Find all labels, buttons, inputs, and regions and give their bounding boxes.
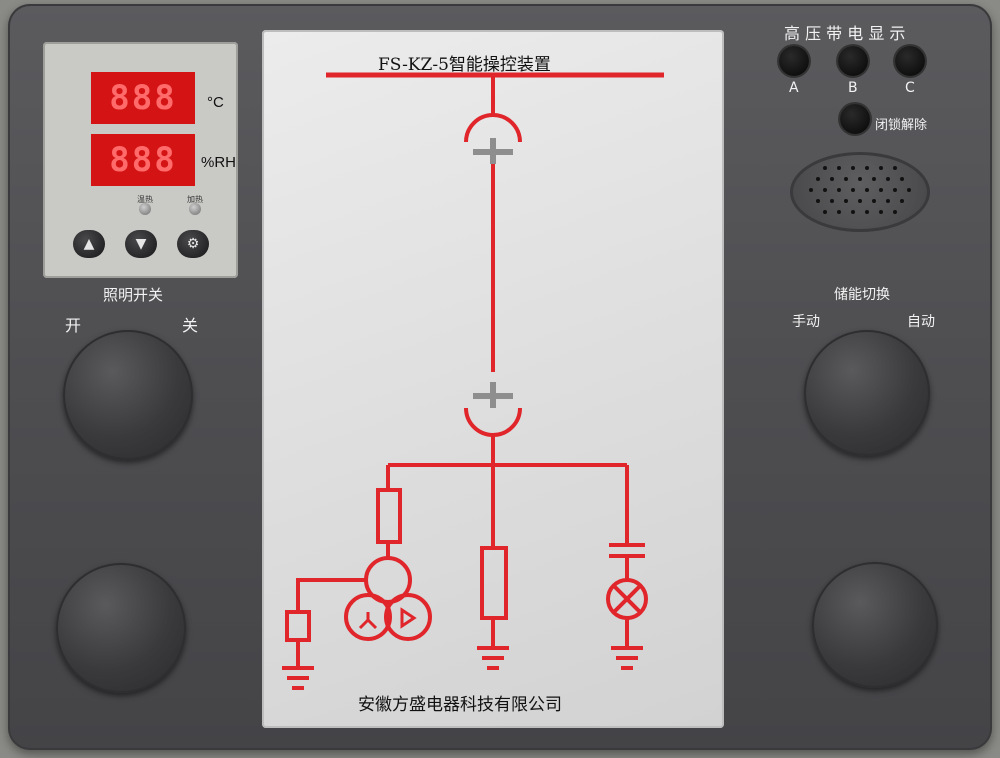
speaker-hole: [809, 188, 813, 192]
humidity-display: 888: [91, 134, 195, 186]
lighting-off-label: 关: [182, 316, 199, 335]
speaker-hole: [900, 199, 904, 203]
speaker-hole: [893, 166, 897, 170]
temperature-unit: °C: [207, 94, 224, 111]
add-indicator-led: [189, 203, 201, 215]
humidity-digits-icon: 888: [109, 140, 177, 180]
speaker-hole: [865, 166, 869, 170]
speaker-hole: [872, 199, 876, 203]
speaker-hole: [858, 199, 862, 203]
down-button[interactable]: ▼: [125, 230, 157, 258]
speaker-hole: [879, 210, 883, 214]
speaker-hole: [865, 188, 869, 192]
temp-humidity-controller: 888 °C 888 %RH 温热 加热 ▲ ▼ ⚙: [43, 42, 238, 278]
speaker-hole: [907, 188, 911, 192]
energy-switch-label: 储能切换: [834, 287, 890, 303]
hv-live-display-label: 高 压 带 电 显 示: [784, 24, 906, 43]
upper-contact-arc: [464, 113, 522, 143]
speaker-hole: [872, 177, 876, 181]
unlock-button[interactable]: [840, 104, 870, 134]
pt-delta-symbol: [400, 607, 417, 629]
energy-switch-knob[interactable]: [804, 330, 930, 456]
speaker-hole: [893, 188, 897, 192]
speaker-hole: [816, 177, 820, 181]
speaker-hole: [851, 166, 855, 170]
unlock-label: 闭锁解除: [875, 118, 928, 133]
speaker-hole: [837, 188, 841, 192]
lighting-on-label: 开: [65, 316, 82, 335]
speaker-hole: [844, 199, 848, 203]
arrester-lead: [296, 578, 366, 612]
left-bottom-knob[interactable]: [56, 563, 186, 693]
speaker-hole: [865, 210, 869, 214]
upper-isolator-blade-v: [490, 138, 496, 164]
set-button[interactable]: ⚙: [177, 230, 209, 258]
manufacturer-name: 安徽方盛电器科技有限公司: [358, 695, 562, 715]
lower-contact-arc: [464, 407, 522, 437]
speaker-hole: [851, 210, 855, 214]
temperature-digits-icon: 888: [109, 78, 177, 118]
surge-arrester: [285, 610, 311, 642]
speaker-hole: [837, 166, 841, 170]
phase-a-indicator: [779, 46, 809, 76]
phase-b-label: B: [848, 80, 858, 96]
speaker-hole: [844, 177, 848, 181]
speaker-grille: [790, 152, 930, 232]
lamp-cross-b: [612, 584, 642, 614]
speaker-hole: [858, 177, 862, 181]
pt-winding-left: [344, 593, 392, 641]
led-add-label: 加热: [187, 195, 203, 204]
pt-star-symbol: [358, 612, 378, 630]
speaker-hole: [900, 177, 904, 181]
pt-fuse: [376, 488, 402, 544]
speaker-hole: [886, 199, 890, 203]
speaker-hole: [893, 210, 897, 214]
right-bottom-knob[interactable]: [812, 562, 938, 688]
energy-auto-label: 自动: [907, 314, 935, 330]
speaker-hole: [830, 177, 834, 181]
device-title: FS-KZ-5智能操控装置: [378, 55, 551, 75]
phase-c-indicator: [895, 46, 925, 76]
speaker-hole: [823, 210, 827, 214]
speaker-hole: [830, 199, 834, 203]
phase-b-indicator: [838, 46, 868, 76]
resistor: [480, 546, 508, 620]
temperature-display: 888: [91, 72, 195, 124]
pt-winding-right: [384, 593, 432, 641]
energy-manual-label: 手动: [792, 314, 820, 330]
speaker-hole: [837, 210, 841, 214]
lighting-switch-label: 照明开关: [103, 286, 164, 304]
speaker-hole: [823, 188, 827, 192]
phase-a-label: A: [789, 80, 799, 96]
humidity-unit: %RH: [201, 154, 237, 171]
led-heat-label: 温热: [137, 195, 153, 204]
speaker-hole: [816, 199, 820, 203]
phase-c-label: C: [905, 80, 915, 96]
speaker-hole: [886, 177, 890, 181]
lighting-switch-knob[interactable]: [63, 330, 193, 460]
speaker-hole: [851, 188, 855, 192]
speaker-hole: [879, 188, 883, 192]
speaker-hole: [879, 166, 883, 170]
up-button[interactable]: ▲: [73, 230, 105, 258]
speaker-hole: [823, 166, 827, 170]
lower-isolator-blade-v: [490, 382, 496, 408]
heat-indicator-led: [139, 203, 151, 215]
